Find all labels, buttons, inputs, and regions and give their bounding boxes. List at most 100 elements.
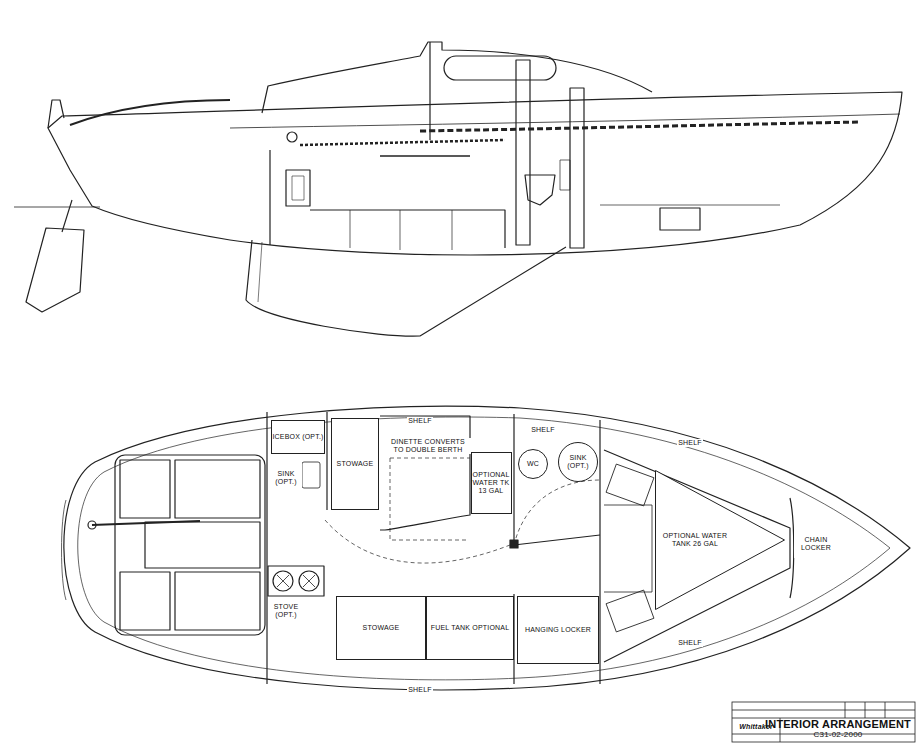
node-text: FUEL TANK OPTIONAL [431, 624, 510, 632]
bulkhead [266, 412, 267, 684]
head-sink [560, 160, 570, 190]
hanging-locker: HANGING LOCKER [517, 596, 599, 664]
profile-view [14, 42, 902, 336]
node-content: FUEL TANK OPTIONAL [427, 597, 513, 659]
head-door-swing [514, 480, 600, 545]
settee-division [350, 210, 351, 248]
hull-plan [64, 406, 910, 690]
cockpit-seat [175, 460, 260, 518]
shelf-label: SHELF [407, 686, 433, 694]
title-frame [732, 702, 915, 742]
node-content: STOWAGE [332, 419, 378, 509]
head-bulkhead [513, 414, 514, 545]
burner-grate [277, 575, 315, 587]
head-toilet [525, 175, 555, 205]
cockpit-seat [120, 572, 170, 630]
cockpit [115, 455, 265, 635]
node-subtext: C31-02-2000 [814, 731, 863, 739]
galley-sink: SINK (OPT.) [270, 458, 302, 498]
cabin-window [444, 56, 556, 80]
node-text: STOWAGE [363, 624, 400, 632]
berth-hatch [606, 590, 654, 632]
node-content: HANGING LOCKER [518, 597, 598, 663]
table [380, 155, 470, 157]
node-text: SINK (OPT.) [559, 454, 597, 470]
title-rule [865, 702, 866, 718]
waterline [14, 207, 100, 208]
node-content: INTERIOR ARRANGEMENTC31-02-2000 [763, 717, 913, 741]
v-berth-block [660, 208, 700, 230]
water-tank-triangle: OPTIONAL WATER TANK 26 GAL [655, 470, 785, 610]
node-text: OPTIONAL WATER TANK 26 GAL [659, 532, 731, 548]
settee-division [400, 210, 401, 250]
shelf-label: SHELF [677, 639, 703, 647]
companionway-door [292, 176, 304, 200]
node-text: WC [527, 460, 539, 468]
title-rule [885, 702, 886, 718]
winch [287, 132, 297, 142]
forward-bulkhead [599, 420, 600, 684]
node-text: OPTIONAL WATER TK 13 GAL [472, 471, 511, 495]
keel-line [258, 242, 262, 302]
hull-stripe [420, 122, 860, 131]
stern-rail [48, 100, 64, 128]
hatch-line [429, 42, 430, 140]
title-rule [732, 710, 915, 711]
node-content: CHAIN LOCKER [794, 530, 838, 558]
tiller [92, 521, 200, 525]
node-text: ICEBOX (OPT.) [272, 433, 323, 441]
deck-edge [78, 417, 890, 680]
bulkhead-band [570, 88, 584, 248]
v-berth [604, 450, 790, 662]
shelf-label: SHELF [677, 439, 703, 447]
node-content: SINK (OPT.) [559, 443, 597, 481]
transom [62, 500, 67, 600]
cockpit-coaming [70, 100, 230, 125]
maker-label: Whittaker [738, 723, 774, 731]
head-sink: SINK (OPT.) [558, 442, 598, 482]
title-rule [845, 702, 846, 718]
shelf-label: SHELF [407, 417, 433, 425]
node-content: ICEBOX (OPT.) [272, 421, 324, 453]
berth-hatch [606, 464, 654, 506]
rudder-stock [62, 200, 72, 232]
dinette-label: DINETTE CONVERTS TO DOUBLE BERTH [385, 438, 471, 454]
rudder [26, 228, 84, 312]
fuel-tank-box: FUEL TANK OPTIONAL [426, 596, 514, 660]
node-content: WC [519, 450, 547, 478]
shelf-line [300, 140, 505, 145]
cockpit-seat [120, 460, 170, 518]
node-text: STOWAGE [337, 460, 374, 468]
node-content: OPTIONAL WATER TK 13 GAL [472, 453, 511, 513]
galley-partition [326, 412, 327, 510]
node-content: STOWAGE [337, 597, 425, 659]
cockpit-seat [175, 572, 260, 630]
door-swing [325, 520, 510, 563]
settee [310, 210, 505, 248]
table-outline [390, 458, 470, 540]
stowage-box: STOWAGE [331, 418, 379, 510]
aft-bulkhead [269, 150, 270, 245]
node-text: INTERIOR ARRANGEMENT [765, 719, 911, 731]
wc-bowl: WC [518, 449, 548, 479]
dinette-settee [380, 416, 470, 530]
node-content: OPTIONAL WATER TANK 26 GAL [659, 470, 731, 610]
settee-division [452, 210, 453, 250]
rub-stripe [230, 114, 900, 128]
shelf-label: SHELF [530, 426, 556, 434]
keel [246, 240, 566, 336]
stove-label: STOVE (OPT.) [270, 603, 302, 619]
chain-locker: CHAIN LOCKER [794, 530, 838, 558]
mast-band [516, 60, 530, 245]
v-berth-top [600, 205, 780, 206]
stove [268, 566, 324, 596]
water-tank-box: OPTIONAL WATER TK 13 GAL [471, 452, 512, 514]
node-content: SINK (OPT.) [270, 458, 302, 498]
node-text: CHAIN LOCKER [794, 536, 838, 552]
cabin-trunk [262, 42, 652, 113]
node-text: SINK (OPT.) [270, 470, 302, 486]
title-block [732, 702, 915, 742]
icebox-box: ICEBOX (OPT.) [271, 420, 325, 454]
hull-profile [48, 92, 902, 255]
